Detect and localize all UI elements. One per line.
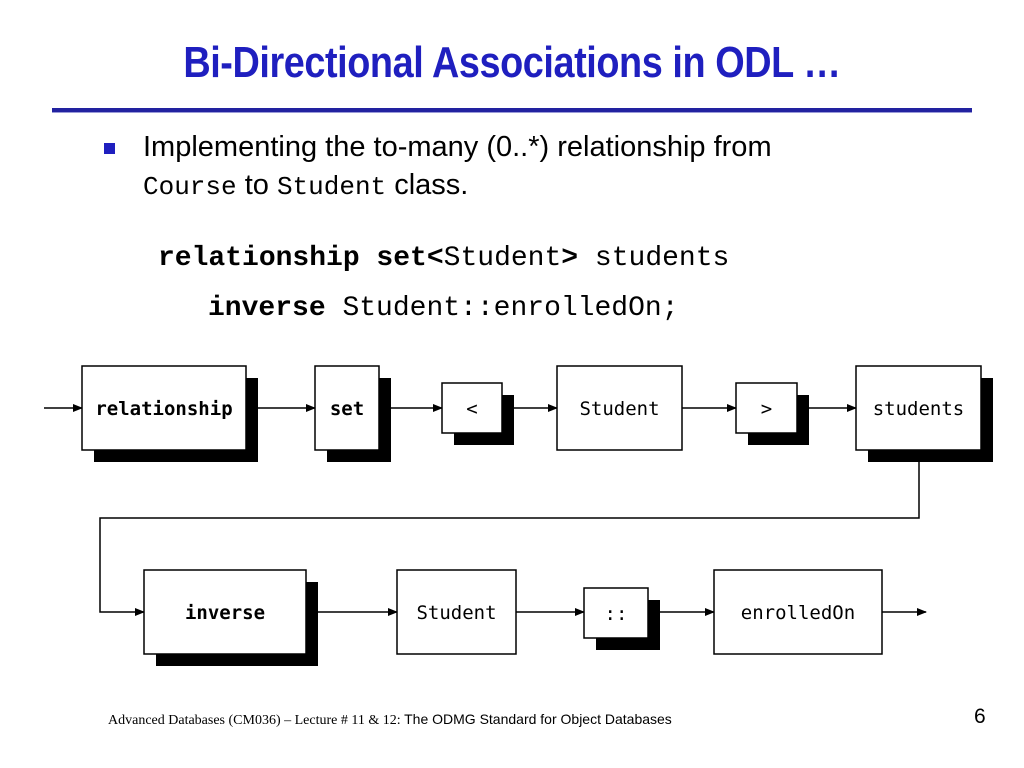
code-type-student: Student (443, 243, 562, 274)
diagram-box-r2-3: enrolledOn (713, 569, 883, 655)
bullet-connector: to (244, 169, 269, 201)
diagram-box-label: set (330, 398, 364, 420)
code-keyword-inverse: inverse (208, 293, 326, 324)
diagram-box-label: Student (416, 602, 496, 624)
diagram-box-frame (441, 382, 503, 434)
diagram-box-frame (396, 569, 517, 655)
diagram-box-label: :: (605, 603, 628, 625)
diagram-box-r2-0: inverse (143, 569, 318, 666)
diagram-box-r1-1: set (314, 365, 391, 462)
diagram-box-frame (855, 365, 982, 451)
code-close-angle: > (561, 243, 579, 274)
title-underline (52, 108, 972, 113)
diagram-box-label: students (873, 398, 965, 420)
class-name-student: Student (276, 172, 387, 202)
diagram-box-frame (556, 365, 683, 451)
diagram-box-r1-3: Student (556, 365, 683, 451)
bullet-text-start: Implementing the to-many (0..*) relation… (143, 131, 772, 163)
code-line-2: inverse Student::enrolledOn; (208, 293, 679, 324)
slide-title: Bi-Directional Associations in ODL … (183, 38, 841, 87)
code-inverse-target: Student::enrolledOn; (342, 293, 679, 324)
diagram-box-frame (713, 569, 883, 655)
diagram-box-label: relationship (95, 398, 232, 420)
diagram-box-frame (143, 569, 307, 655)
diagram-box-frame (314, 365, 380, 451)
diagram-box-frame (81, 365, 247, 451)
diagram-box-r1-2: < (441, 382, 514, 445)
diagram-box-r1-4: > (735, 382, 809, 445)
page-number: 6 (974, 705, 986, 728)
diagram-box-r1-5: students (855, 365, 993, 462)
diagram-box-label: < (466, 398, 477, 420)
bullet-square-icon (104, 143, 115, 154)
bullet-text: Implementing the to-many (0..*) relation… (143, 128, 943, 206)
bullet-text-end: class. (394, 169, 469, 201)
code-name-students: students (594, 243, 730, 274)
diagram-box-r2-2: :: (583, 587, 660, 650)
class-name-course: Course (143, 172, 237, 202)
code-line-1: relationship set<Student> students (158, 243, 729, 274)
slide-footer: Advanced Databases (CM036) – Lecture # 1… (108, 711, 672, 729)
footer-topic: The ODMG Standard for Object Databases (404, 711, 672, 727)
diagram-box-r1-0: relationship (81, 365, 258, 462)
diagram-box-frame (735, 382, 798, 434)
footer-course: Advanced Databases (CM036) – Lecture # 1… (108, 713, 405, 728)
diagram-box-frame (583, 587, 649, 639)
diagram-box-r2-1: Student (396, 569, 517, 655)
diagram-box-label: > (761, 398, 772, 420)
diagram-box-label: enrolledOn (741, 602, 855, 624)
code-keyword-relationship-set: relationship set< (158, 243, 444, 274)
diagram-box-label: inverse (185, 602, 265, 624)
diagram-box-label: Student (579, 398, 659, 420)
